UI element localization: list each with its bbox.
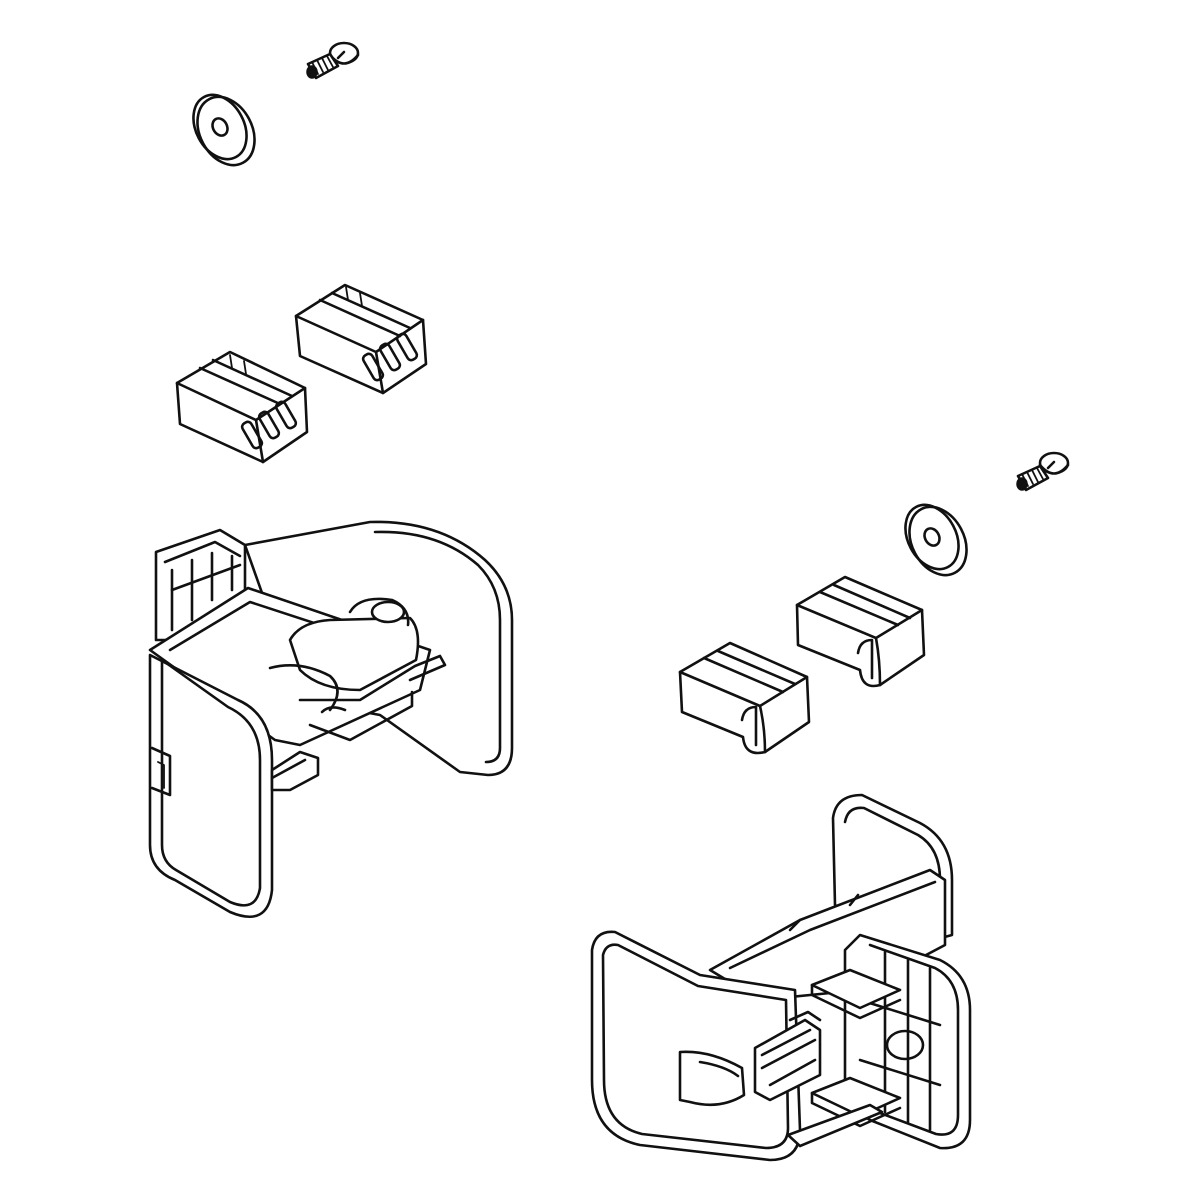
clip-right-1 bbox=[795, 575, 926, 688]
clip-left-1 bbox=[294, 283, 428, 395]
screw-right bbox=[1016, 451, 1070, 492]
clip-right-2 bbox=[678, 641, 811, 755]
washer-top-left bbox=[192, 93, 256, 167]
screw-top-left bbox=[306, 41, 360, 80]
bracket-right bbox=[590, 793, 972, 1162]
bracket-left bbox=[148, 520, 514, 918]
washer-right bbox=[904, 503, 968, 577]
clip-left-2 bbox=[175, 350, 309, 464]
